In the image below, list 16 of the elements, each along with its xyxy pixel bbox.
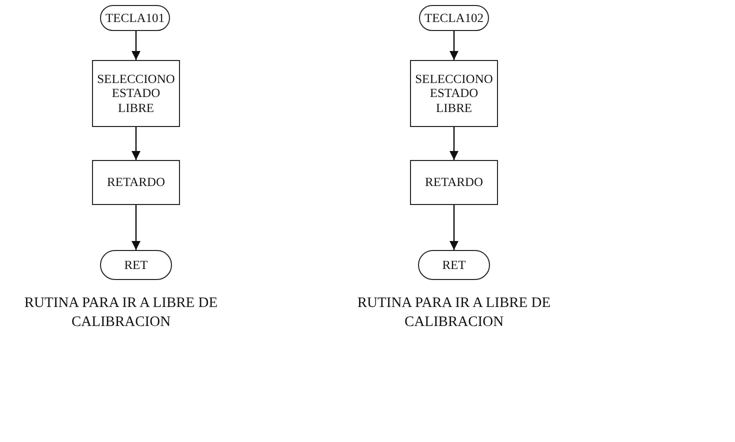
- caption-text: RUTINA PARA IR A LIBRE DE CALIBRACION: [23, 294, 219, 332]
- process-box: RETARDO: [92, 160, 180, 205]
- terminal-node: RET: [100, 250, 172, 280]
- process-box: SELECCIONO ESTADO LIBRE: [92, 60, 180, 127]
- arrow: [449, 31, 459, 60]
- process-box: RETARDO: [410, 160, 498, 205]
- terminal-node: RET: [418, 250, 490, 280]
- arrow: [131, 127, 141, 160]
- arrow: [131, 205, 141, 250]
- arrow: [131, 31, 141, 60]
- terminal-node: TECLA101: [100, 5, 170, 31]
- process-box: SELECCIONO ESTADO LIBRE: [410, 60, 498, 127]
- terminal-node: TECLA102: [419, 5, 489, 31]
- caption-text: RUTINA PARA IR A LIBRE DE CALIBRACION: [356, 294, 552, 332]
- arrow: [449, 205, 459, 250]
- arrow: [449, 127, 459, 160]
